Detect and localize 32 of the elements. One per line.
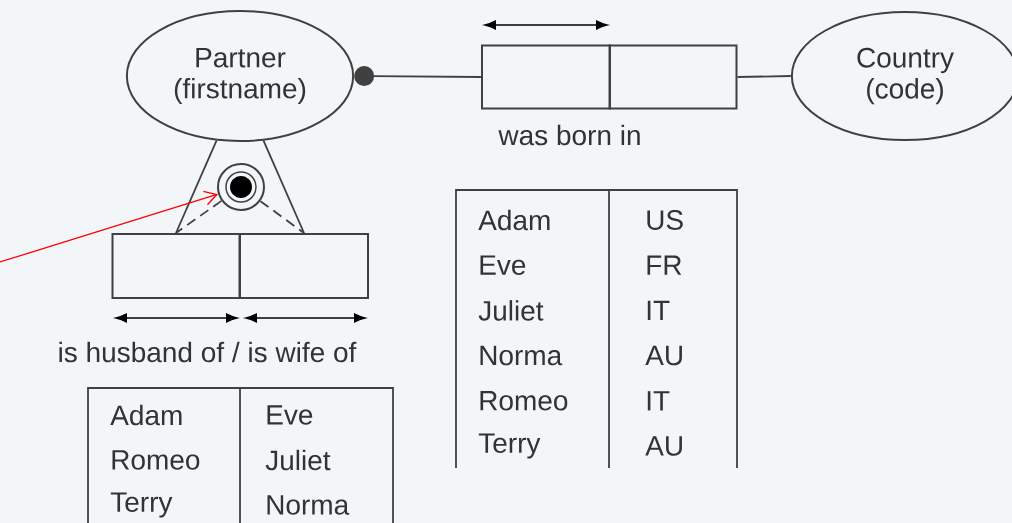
table-cell: Romeo <box>112 450 200 470</box>
role-box <box>481 44 611 110</box>
role-box <box>239 233 369 299</box>
connector <box>0 190 219 263</box>
table-cell: Adam <box>110 404 182 426</box>
connector <box>354 66 482 87</box>
table-cell: Romeo <box>480 391 568 411</box>
table-cell: Juliet <box>265 449 331 471</box>
table-cell: Norma <box>267 495 350 515</box>
table-cell: IT <box>647 391 670 411</box>
table-cell: Terry <box>110 492 173 518</box>
table-cell: Adam <box>478 209 550 231</box>
connector <box>736 75 792 78</box>
connector <box>262 139 305 234</box>
fact-type-label: was born in <box>498 124 640 146</box>
connector <box>175 199 223 234</box>
connector <box>259 200 305 234</box>
table-cell: AU <box>645 345 682 366</box>
table-cell: US <box>647 210 683 230</box>
table-cell: AU <box>645 436 682 456</box>
ring-constraint <box>217 163 265 211</box>
table-cell: FR <box>647 255 682 275</box>
table-cell: Juliet <box>478 300 544 321</box>
table-cell: Eve <box>480 255 526 275</box>
role-box <box>608 44 738 110</box>
table-cell: Terry <box>478 433 541 459</box>
table-cell: Norma <box>480 345 563 366</box>
role-box <box>111 233 241 299</box>
connector <box>175 139 218 234</box>
table-cell: Eve <box>267 405 313 425</box>
table-cell: IT <box>647 300 670 321</box>
fact-type-label: is husband of / is wife of <box>59 341 357 363</box>
